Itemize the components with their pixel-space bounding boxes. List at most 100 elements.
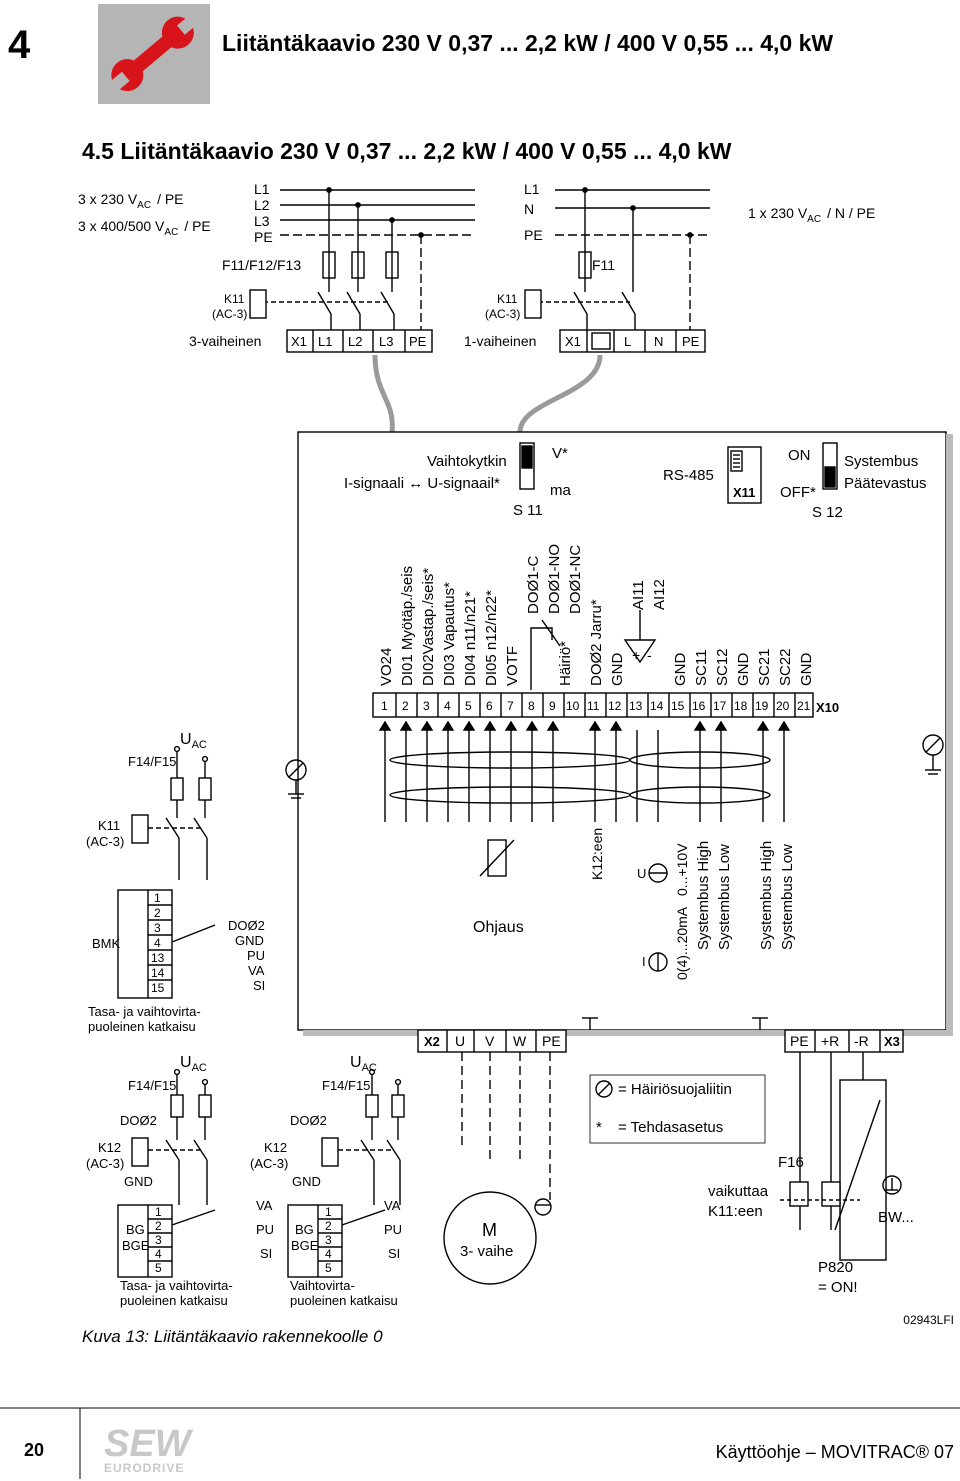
svg-text:P820: P820 — [818, 1259, 853, 1276]
svg-text:PU: PU — [256, 1222, 274, 1237]
svg-text:4: 4 — [154, 936, 161, 950]
fuse-1ph-label: F11 — [592, 257, 615, 273]
svg-text:vaikuttaa: vaikuttaa — [708, 1183, 769, 1200]
svg-text:10: 10 — [566, 699, 580, 713]
svg-text:W: W — [513, 1033, 527, 1049]
svg-text:DOØ1-NO: DOØ1-NO — [546, 544, 563, 614]
svg-text:(AC-3): (AC-3) — [212, 307, 247, 321]
svg-text:PU: PU — [247, 948, 265, 963]
x10-numbers: 1 2 3 4 5 6 7 8 9 10 11 12 13 14 15 16 1… — [381, 699, 811, 713]
wrench-icon — [108, 13, 199, 93]
svg-text:+: + — [632, 647, 640, 663]
svg-text:UAC: UAC — [180, 1054, 207, 1074]
svg-text:V: V — [485, 1033, 495, 1049]
section-title: 4.5 Liitäntäkaavio 230 V 0,37 ... 2,2 kW… — [82, 138, 732, 164]
svg-text:1: 1 — [154, 891, 161, 905]
svg-text:U: U — [455, 1033, 465, 1049]
svg-text:+R: +R — [821, 1033, 839, 1049]
ohjaus-label: Ohjaus — [473, 919, 524, 936]
svg-text:SC22: SC22 — [777, 648, 794, 686]
svg-text:I: I — [642, 954, 646, 969]
svg-text:21: 21 — [797, 699, 811, 713]
svg-text:17: 17 — [713, 699, 727, 713]
footer-doc-title: Käyttöohje – MOVITRAC® 07 — [715, 1442, 954, 1462]
svg-text:DI04 n11/n21*: DI04 n11/n21* — [462, 591, 479, 686]
svg-text:3: 3 — [155, 1233, 162, 1247]
svg-text:X1: X1 — [291, 334, 307, 349]
svg-text:K11: K11 — [98, 818, 120, 833]
svg-text:3: 3 — [423, 699, 430, 713]
svg-text:VO24: VO24 — [378, 648, 395, 686]
svg-text:*: * — [596, 1119, 602, 1136]
svg-text:SEW: SEW — [104, 1423, 194, 1465]
svg-text:AI12: AI12 — [651, 579, 668, 610]
svg-text:12: 12 — [608, 699, 622, 713]
bmk-label: BMK — [92, 936, 121, 951]
line-l2: L2 — [254, 197, 270, 213]
svg-text:DOØ1-C: DOØ1-C — [525, 555, 542, 614]
svg-text:DOØ2: DOØ2 — [290, 1113, 327, 1128]
svg-text:DI03 Vapautus*: DI03 Vapautus* — [441, 582, 458, 686]
svg-text:DI05 n12/n22*: DI05 n12/n22* — [483, 590, 500, 686]
svg-text:1 x 230 VAC/ N / PE: 1 x 230 VAC/ N / PE — [748, 205, 875, 225]
chapter-icon-box — [98, 4, 210, 104]
motor-desc: 3- vaihe — [460, 1243, 513, 1260]
svg-text:Systembus High: Systembus High — [695, 841, 712, 950]
svg-text:L1: L1 — [318, 334, 332, 349]
svg-text:16: 16 — [692, 699, 706, 713]
svg-text:K12: K12 — [98, 1140, 121, 1155]
s11-title: Vaihtokytkin — [427, 453, 507, 470]
svg-text:puoleinen katkaisu: puoleinen katkaisu — [290, 1293, 398, 1308]
bw-label: BW... — [878, 1209, 914, 1226]
label-1ph: 1-vaiheinen — [464, 333, 536, 349]
svg-text:Systembus Low: Systembus Low — [716, 844, 733, 950]
s11-name: S 11 — [513, 502, 543, 519]
k11-label: K11 — [224, 292, 245, 306]
svg-text:SC11: SC11 — [693, 650, 710, 686]
svg-text:Tasa- ja vaihtovirta-: Tasa- ja vaihtovirta- — [88, 1004, 201, 1019]
svg-text:DOØ2: DOØ2 — [228, 918, 265, 933]
svg-text:Systembus: Systembus — [844, 453, 918, 470]
svg-text:L2: L2 — [348, 334, 362, 349]
svg-text:3 x 400/500 VAC/ PE: 3 x 400/500 VAC/ PE — [78, 218, 211, 238]
supply-1ph-label: 1 x 230 V — [748, 205, 808, 221]
svg-text:13: 13 — [151, 951, 165, 965]
svg-text:GND: GND — [124, 1174, 153, 1189]
x10-labels: VO24 DI01 Myötäp./seis DI02Vastap./seis*… — [378, 544, 815, 686]
svg-text:18: 18 — [734, 699, 748, 713]
supply-230-label: 3 x 230 V — [78, 191, 138, 207]
svg-text:GND: GND — [798, 653, 815, 687]
svg-text:Vaihtovirta-: Vaihtovirta- — [290, 1278, 355, 1293]
svg-text:PE: PE — [682, 334, 700, 349]
svg-text:OFF*: OFF* — [780, 484, 816, 501]
line-l3: L3 — [254, 213, 270, 229]
svg-text:Tasa- ja vaihtovirta-: Tasa- ja vaihtovirta- — [120, 1278, 233, 1293]
drawing-code: 02943LFI — [903, 1313, 954, 1327]
svg-text:BGE: BGE — [291, 1238, 319, 1253]
svg-text:2: 2 — [154, 906, 161, 920]
supply-400-label: 3 x 400/500 V — [78, 218, 165, 234]
svg-text:SC21: SC21 — [756, 648, 773, 686]
svg-text:X1: X1 — [565, 334, 581, 349]
svg-text:SC12: SC12 — [714, 648, 731, 686]
svg-text:VA: VA — [256, 1198, 273, 1213]
svg-text:8: 8 — [528, 699, 535, 713]
svg-text:GND: GND — [672, 653, 689, 687]
figure-caption: Kuva 13: Liitäntäkaavio rakennekoolle 0 — [82, 1327, 383, 1346]
svg-text:puoleinen katkaisu: puoleinen katkaisu — [88, 1019, 196, 1034]
svg-text:K11: K11 — [497, 292, 518, 306]
legend-shield: = Häiriösuojaliitin — [618, 1081, 732, 1098]
svg-text:19: 19 — [755, 699, 769, 713]
svg-text:0...+10V: 0...+10V — [674, 843, 690, 896]
svg-text:14: 14 — [151, 966, 165, 980]
rs485-label: RS-485 — [663, 467, 714, 484]
x11-label: X11 — [733, 485, 755, 500]
svg-text:2: 2 — [325, 1219, 332, 1233]
line-1-n: N — [524, 201, 534, 217]
legend-default: = Tehdasasetus — [618, 1119, 723, 1136]
svg-text:puoleinen katkaisu: puoleinen katkaisu — [120, 1293, 228, 1308]
svg-text:(AC-3): (AC-3) — [250, 1156, 288, 1171]
svg-text:GND: GND — [292, 1174, 321, 1189]
x3-label: X3 — [884, 1034, 900, 1049]
svg-text:5: 5 — [325, 1261, 332, 1275]
